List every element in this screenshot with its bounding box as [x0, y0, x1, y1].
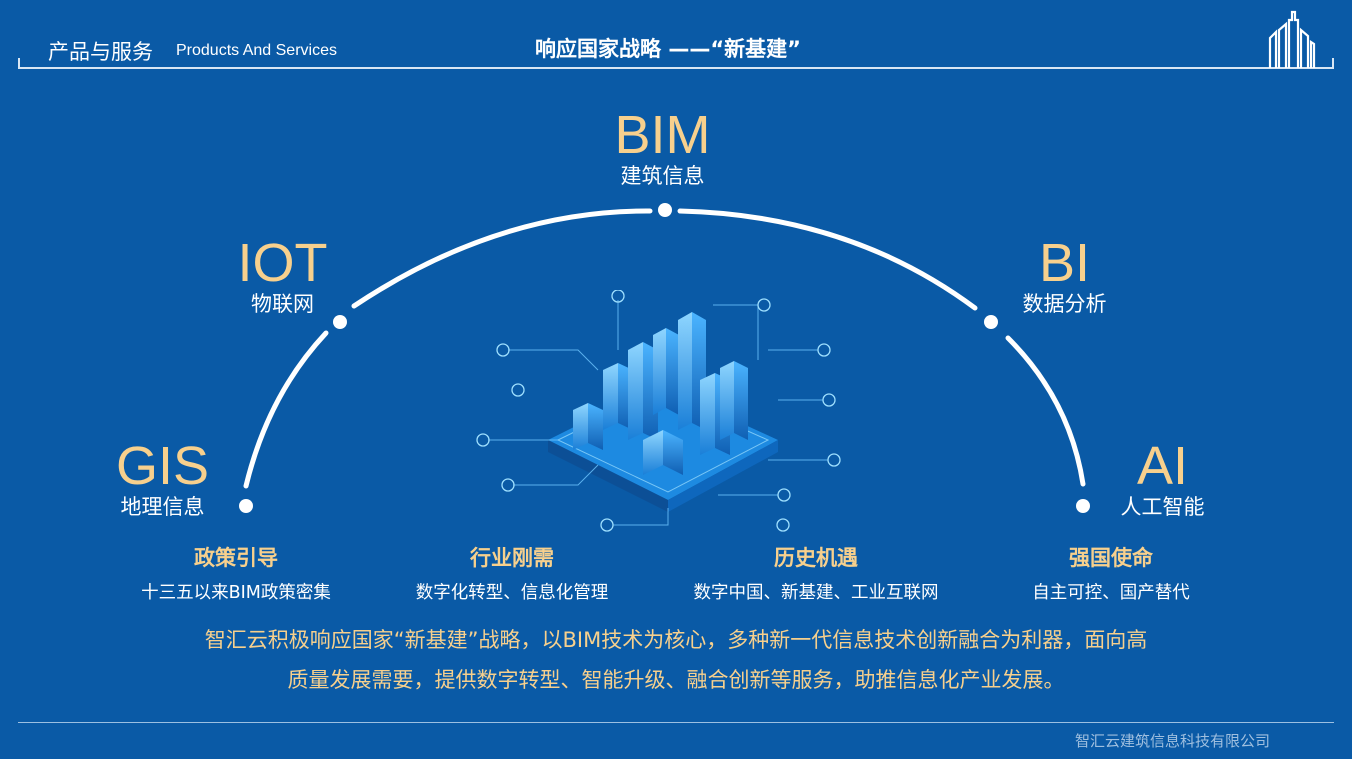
pillar-mission-title: 强国使命: [1069, 546, 1153, 570]
tech-bim-abbr: BIM: [614, 105, 711, 165]
pillar-policy-title: 政策引导: [194, 546, 278, 570]
tech-iot: IOT 物联网: [220, 235, 345, 317]
arc-segment-gis-iot: [243, 330, 329, 489]
pillar-industry: 行业刚需 数字化转型、信息化管理: [382, 544, 642, 606]
smart-city-illustration: [476, 290, 841, 532]
tech-gis: GIS 地理信息: [100, 438, 225, 520]
header-divider: [18, 67, 1334, 69]
pillar-policy: 政策引导 十三五以来BIM政策密集: [106, 544, 366, 606]
header-divider-right-tick: [1332, 58, 1334, 68]
pillar-industry-title: 行业刚需: [470, 546, 554, 570]
tech-bim-label: 建筑信息: [620, 164, 705, 188]
building-logo-icon: [1268, 10, 1316, 68]
pillar-opportunity-text: 数字中国、新基建、工业互联网: [693, 583, 939, 603]
tech-gis-label: 地理信息: [120, 495, 205, 519]
node-bim-dot: [658, 203, 672, 217]
tech-iot-abbr: IOT: [237, 233, 328, 293]
node-iot-dot: [333, 315, 347, 329]
arc-segment-bim-bi: [677, 208, 978, 311]
arc-segment-bi-ai: [1005, 335, 1086, 487]
pillar-mission-text: 自主可控、国产替代: [1032, 583, 1190, 603]
tech-iot-label: 物联网: [251, 292, 314, 316]
node-ai-dot: [1076, 499, 1090, 513]
node-gis-dot: [239, 499, 253, 513]
tech-ai: AI 人工智能: [1100, 438, 1225, 520]
node-bi-dot: [984, 315, 998, 329]
tech-bi-abbr: BI: [1038, 233, 1091, 293]
tech-gis-abbr: GIS: [115, 436, 210, 496]
tech-bi: BI 数据分析: [1002, 235, 1127, 317]
tech-bi-label: 数据分析: [1022, 292, 1107, 316]
section-title-en: Products And Services: [176, 42, 337, 59]
pillar-opportunity: 历史机遇 数字中国、新基建、工业互联网: [686, 544, 946, 606]
tech-ai-label: 人工智能: [1120, 495, 1205, 519]
arc-segment-iot-bim: [351, 208, 653, 309]
footer-company-name: 智汇云建筑信息科技有限公司: [1074, 732, 1270, 750]
section-title-cn: 产品与服务: [48, 40, 153, 64]
summary-line-2: 质量发展需要，提供数字转型、智能升级、融合创新等服务，助推信息化产业发展。: [287, 668, 1065, 692]
pillar-mission: 强国使命 自主可控、国产替代: [981, 544, 1241, 606]
tech-ai-abbr: AI: [1136, 436, 1189, 496]
summary-text: 智汇云积极响应国家“新基建”战略，以BIM技术为核心，多种新一代信息技术创新融合…: [90, 620, 1262, 700]
pillar-opportunity-title: 历史机遇: [774, 546, 858, 570]
tech-bim: BIM 建筑信息: [600, 107, 725, 189]
pillar-policy-text: 十三五以来BIM政策密集: [141, 583, 331, 603]
summary-line-1: 智汇云积极响应国家“新基建”战略，以BIM技术为核心，多种新一代信息技术创新融合…: [204, 628, 1148, 652]
footer-divider: [18, 722, 1334, 723]
page-title: 响应国家战略 ——“新基建”: [535, 37, 801, 61]
header-divider-left-tick: [18, 58, 20, 68]
pillar-industry-text: 数字化转型、信息化管理: [415, 583, 609, 603]
